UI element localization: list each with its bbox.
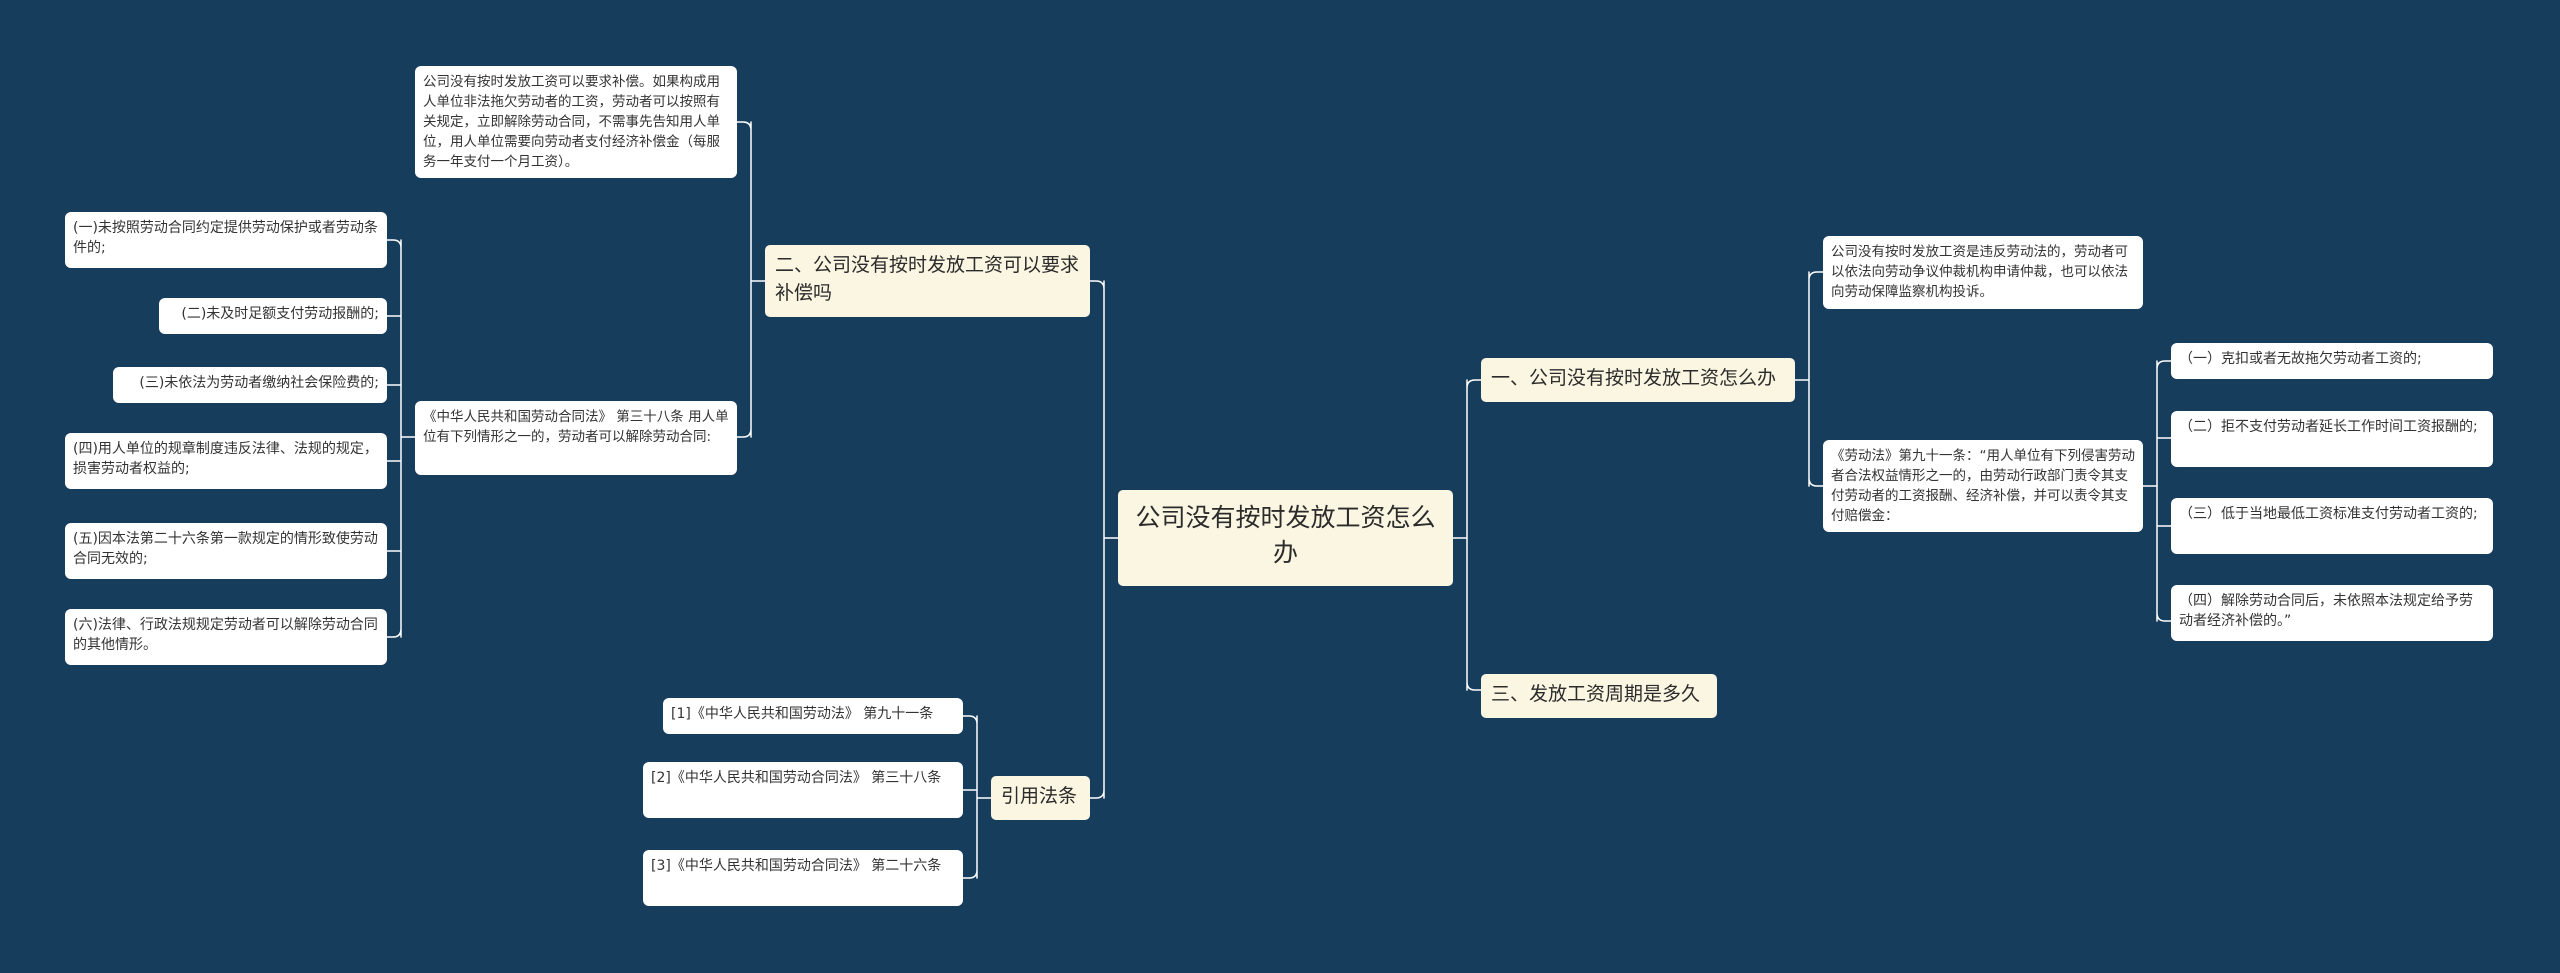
- branch-4-label: 引用法条: [1001, 785, 1078, 807]
- branch-1-label: 一、公司没有按时发放工资怎么办: [1491, 367, 1777, 389]
- leaf-b4-item-3[interactable]: [3]《中华人民共和国劳动合同法》 第二十六条: [643, 850, 963, 906]
- leaf-b1-c2-item-4[interactable]: （四）解除劳动合同后，未依照本法规定给予劳动者经济补偿的。”: [2171, 585, 2493, 641]
- connector-b4-children: [962, 715, 992, 879]
- leaf-b2-c2-item-3[interactable]: (三)未依法为劳动者缴纳社会保险费的;: [113, 367, 387, 403]
- leaf-b1-c2-item-1[interactable]: （一）克扣或者无故拖欠劳动者工资的;: [2171, 343, 2493, 379]
- connector-b2-children: [736, 121, 766, 438]
- root-node[interactable]: 公司没有按时发放工资怎么办: [1118, 490, 1453, 586]
- root-title: 公司没有按时发放工资怎么办: [1135, 503, 1436, 567]
- connector-root-left: [1089, 280, 1119, 799]
- branch-3-label: 三、发放工资周期是多久: [1491, 683, 1701, 705]
- leaf-b2-c2-item-1[interactable]: (一)未按照劳动合同约定提供劳动保护或者劳动条件的;: [65, 212, 387, 268]
- branch-node-4[interactable]: 引用法条: [991, 776, 1090, 820]
- leaf-b4-item-1[interactable]: [1]《中华人民共和国劳动法》 第九十一条: [663, 698, 963, 734]
- connector-root-right: [1452, 379, 1482, 691]
- leaf-b1-c2-item-3[interactable]: （三）低于当地最低工资标准支付劳动者工资的;: [2171, 498, 2493, 554]
- leaf-b2-c2-item-2[interactable]: (二)未及时足额支付劳动报酬的;: [159, 298, 387, 334]
- leaf-b1-c1[interactable]: 公司没有按时发放工资是违反劳动法的，劳动者可以依法向劳动争议仲裁机构申请仲裁，也…: [1823, 236, 2143, 309]
- leaf-b2-c2-item-6[interactable]: (六)法律、行政法规规定劳动者可以解除劳动合同的其他情形。: [65, 609, 387, 665]
- connector-b1-children: [1794, 271, 1824, 487]
- leaf-b1-c2-item-2[interactable]: （二）拒不支付劳动者延长工作时间工资报酬的;: [2171, 411, 2493, 467]
- leaf-b2-c2-item-4[interactable]: (四)用人单位的规章制度违反法律、法规的规定，损害劳动者权益的;: [65, 433, 387, 489]
- leaf-b2-c2[interactable]: 《中华人民共和国劳动合同法》 第三十八条 用人单位有下列情形之一的，劳动者可以解…: [415, 401, 737, 475]
- connector-b1-c2-children: [2142, 360, 2172, 622]
- branch-node-2[interactable]: 二、公司没有按时发放工资可以要求补偿吗: [765, 245, 1090, 317]
- branch-node-3[interactable]: 三、发放工资周期是多久: [1481, 674, 1717, 718]
- leaf-b2-c2-item-5[interactable]: (五)因本法第二十六条第一款规定的情形致使劳动合同无效的;: [65, 523, 387, 579]
- leaf-b2-c1[interactable]: 公司没有按时发放工资可以要求补偿。如果构成用人单位非法拖欠劳动者的工资，劳动者可…: [415, 66, 737, 178]
- leaf-b4-item-2[interactable]: [2]《中华人民共和国劳动合同法》 第三十八条: [643, 762, 963, 818]
- branch-node-1[interactable]: 一、公司没有按时发放工资怎么办: [1481, 358, 1795, 402]
- leaf-b1-c2[interactable]: 《劳动法》第九十一条：“用人单位有下列侵害劳动者合法权益情形之一的，由劳动行政部…: [1823, 440, 2143, 532]
- connector-b2-c2-children: [386, 239, 416, 638]
- branch-2-label: 二、公司没有按时发放工资可以要求补偿吗: [775, 254, 1080, 304]
